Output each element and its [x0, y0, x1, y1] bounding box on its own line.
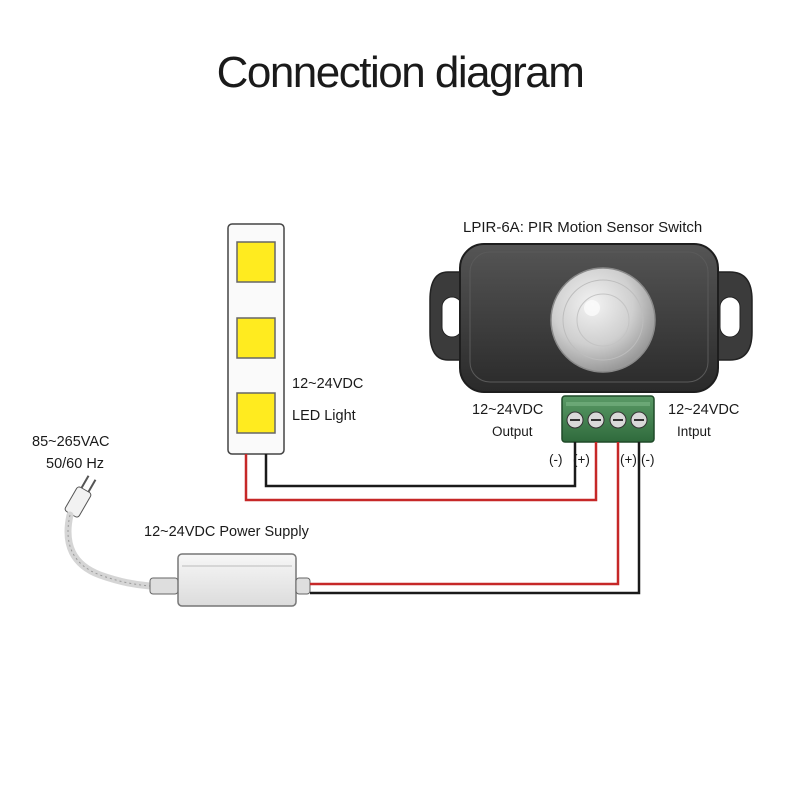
mains-cable — [64, 511, 154, 590]
power-black-wire — [310, 468, 641, 595]
led-strip — [227, 223, 285, 455]
power-supply-label: 12~24VDC Power Supply — [144, 524, 309, 540]
led-voltage-label: 12~24VDC — [292, 376, 364, 392]
pin-label-1: (-) — [549, 452, 563, 467]
led-wires — [244, 454, 598, 502]
sensor-title: LPIR-6A: PIR Motion Sensor Switch — [463, 219, 703, 236]
pin-label-4: (-) — [641, 452, 655, 467]
pin-label-3: (+) — [620, 452, 637, 467]
terminal-block — [561, 395, 655, 443]
pin-label-2: (+) — [573, 452, 590, 467]
power-wires — [310, 468, 641, 595]
input-label: Intput — [677, 424, 711, 439]
mains-frequency-label: 50/60 Hz — [46, 456, 105, 472]
led-chip-3 — [236, 392, 276, 434]
pir-sensor — [429, 243, 753, 443]
led-chip-1 — [236, 241, 276, 283]
output-label: Output — [492, 424, 533, 439]
input-voltage-label: 12~24VDC — [668, 402, 740, 418]
terminal-leads — [573, 442, 641, 468]
mains-voltage-label: 85~265VAC — [32, 434, 110, 450]
pir-dome — [550, 267, 656, 373]
power-red-wire — [310, 468, 620, 586]
led-light-label: LED Light — [292, 408, 356, 424]
power-supply — [149, 553, 311, 607]
led-chip-2 — [236, 317, 276, 359]
diagram-title: Connection diagram — [216, 48, 585, 97]
mains-plug — [64, 475, 154, 590]
output-voltage-label: 12~24VDC — [472, 402, 544, 418]
led-black-wire — [264, 454, 577, 488]
led-red-wire — [244, 454, 598, 502]
